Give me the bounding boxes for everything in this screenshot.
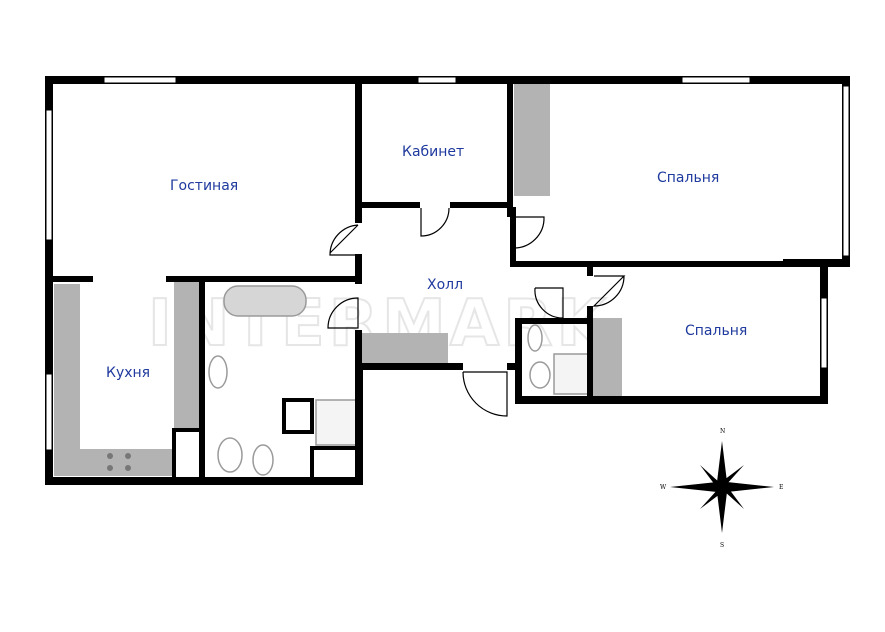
wall-step-right xyxy=(783,259,850,267)
kitchen-counter-bottom xyxy=(80,449,172,476)
compass-diagonal-star xyxy=(700,465,744,509)
wall-bedroom2-left xyxy=(587,262,593,276)
wall-wc-left xyxy=(515,318,522,404)
wall-wc-top xyxy=(518,318,591,324)
door-entrance xyxy=(462,371,508,417)
room-label-hall: Холл xyxy=(427,277,463,293)
door-bedroom xyxy=(512,216,545,249)
toilet-icon xyxy=(217,437,243,473)
washbasin-icon xyxy=(208,355,228,389)
bathtub-icon xyxy=(223,285,307,317)
bedroom2-wardrobe xyxy=(592,318,622,396)
bathroom-fixtures xyxy=(107,285,591,476)
compass-south: S xyxy=(720,542,724,549)
wall-left xyxy=(45,76,53,485)
wall-hall-bottom-left xyxy=(355,363,463,370)
window-bedroom-right xyxy=(842,85,850,257)
wall-study-right xyxy=(507,80,513,217)
wall-bath-hall xyxy=(355,330,362,370)
compass-east: E xyxy=(779,484,783,491)
door-bath xyxy=(327,297,359,329)
bedroom-wardrobe xyxy=(514,84,550,196)
wall-living-bath xyxy=(166,276,360,282)
wall-top-left xyxy=(45,76,515,84)
windows xyxy=(45,76,850,451)
wall-top-right xyxy=(510,76,850,84)
compass-rose-icon: N S E W xyxy=(660,428,783,549)
room-label-kitchen: Кухня xyxy=(106,365,150,381)
compass-west: W xyxy=(660,484,667,491)
wall-study-bottom-right xyxy=(450,202,513,208)
window-kitchen-left xyxy=(45,373,53,451)
room-label-study: Кабинет xyxy=(402,144,464,160)
bidet-icon xyxy=(252,444,274,476)
room-label-living: Гостиная xyxy=(170,178,238,194)
wall-hall-bottom-right xyxy=(507,363,521,370)
stove-icon-4 xyxy=(125,465,131,471)
wall-bottom-right xyxy=(518,396,828,404)
compass-north: N xyxy=(720,428,725,435)
door-bedroom2 xyxy=(592,275,626,307)
wall-kitchen-living xyxy=(53,276,93,282)
kitchen-counter-left xyxy=(54,284,80,476)
wall-bath-step-vertical xyxy=(355,364,363,485)
window-living-left xyxy=(45,109,53,241)
shower-tray-icon xyxy=(315,399,357,446)
wall-living-study-lower xyxy=(355,254,362,284)
door-living xyxy=(329,224,359,256)
window-bedroom-top xyxy=(681,76,751,84)
bath-niche xyxy=(282,398,314,434)
small-toilet-icon xyxy=(529,361,551,389)
doors xyxy=(327,207,626,417)
stove-icon xyxy=(107,453,113,459)
room-label-bedroom-top: Спальня xyxy=(657,170,719,186)
wall-living-study xyxy=(355,80,362,223)
wall-bedroom2-left-lower xyxy=(587,306,593,400)
stove-icon-2 xyxy=(125,453,131,459)
door-study xyxy=(420,207,450,237)
room-label-bedroom-right: Спальня xyxy=(685,323,747,339)
door-wc xyxy=(534,287,564,319)
fixtures xyxy=(54,84,622,476)
small-washbasin-icon xyxy=(527,324,543,352)
kitchen-cabinet-right xyxy=(174,282,202,430)
kitchen-pantry xyxy=(172,428,204,482)
window-bedroom2-right xyxy=(820,297,828,369)
small-shower-icon xyxy=(553,353,591,395)
window-study-top xyxy=(417,76,457,84)
wall-kitchen-bath xyxy=(199,282,205,477)
wall-study-bottom-left xyxy=(358,202,420,208)
wall-bedroom-hall xyxy=(510,207,516,267)
wall-bedroom-bottom xyxy=(510,261,790,267)
bath-niche-lower xyxy=(310,446,360,482)
stove-icon-3 xyxy=(107,465,113,471)
hall-closet xyxy=(362,333,448,364)
window-living-top xyxy=(103,76,177,84)
